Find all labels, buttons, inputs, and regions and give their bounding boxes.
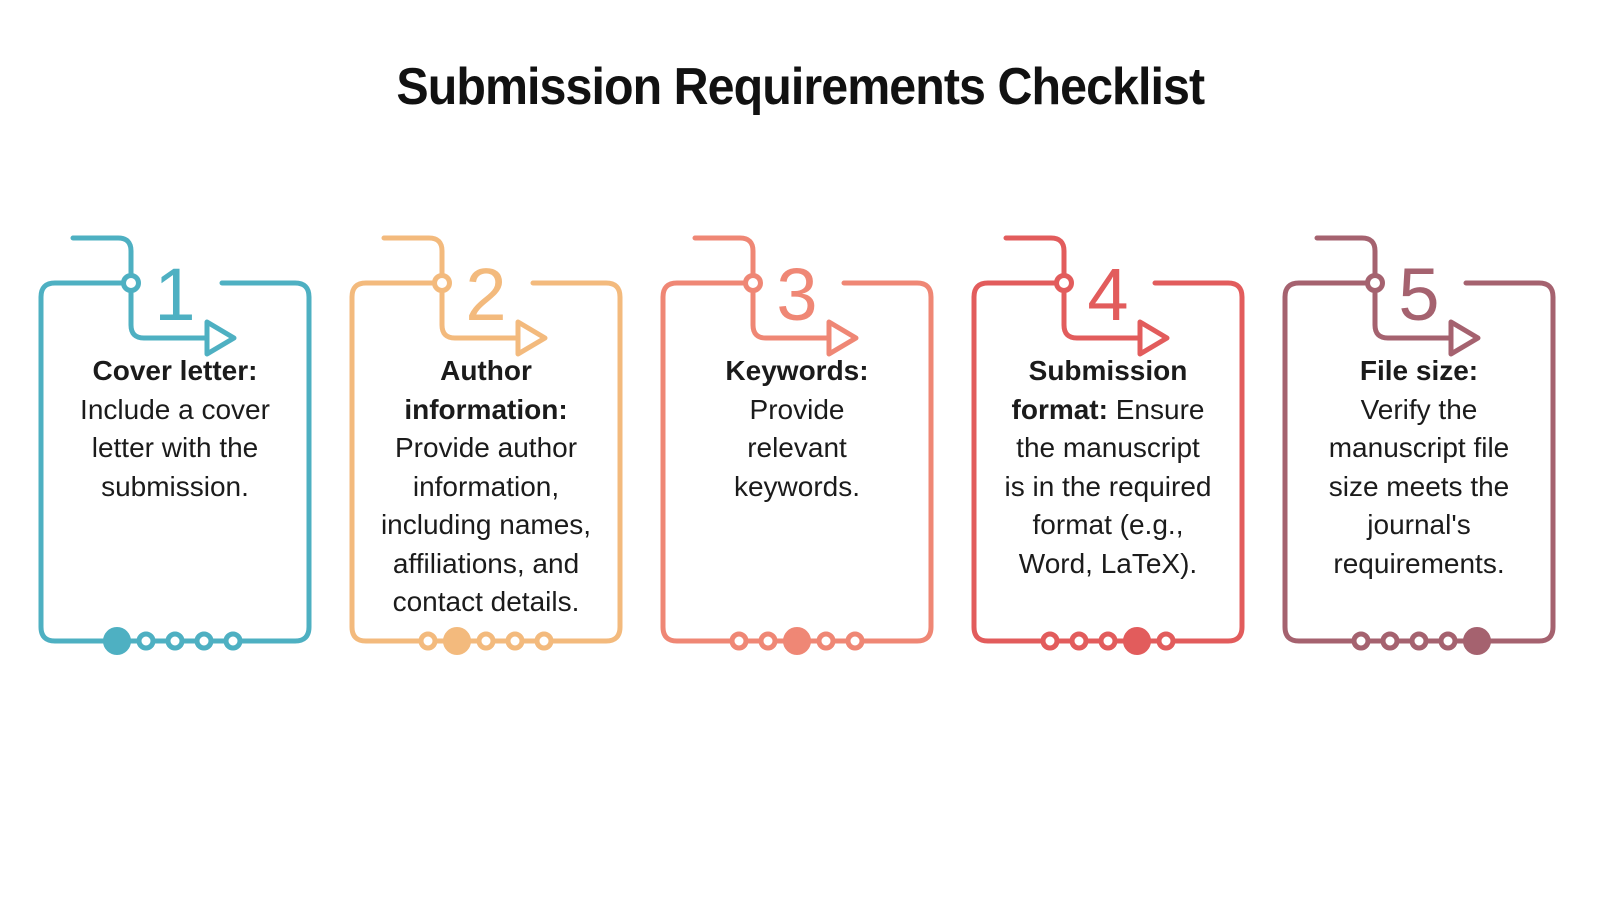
card-frame-graphic xyxy=(38,235,312,655)
step-card-4: 4 Submission format: Ensure the manuscri… xyxy=(969,210,1247,680)
step-description: Provide author information, including na… xyxy=(380,432,592,617)
progress-dot xyxy=(534,631,554,651)
progress-dot xyxy=(845,631,865,651)
progress-dot xyxy=(783,627,811,655)
card-frame-graphic xyxy=(971,235,1245,655)
progress-dots xyxy=(1351,627,1491,655)
checklist-cards-row: 1 Cover letter: Include a cover letter w… xyxy=(36,210,1558,680)
progress-dot xyxy=(476,631,496,651)
progress-dots xyxy=(418,627,554,655)
step-card-2: 2 Author information: Provide author inf… xyxy=(347,210,625,680)
progress-dot xyxy=(1069,631,1089,651)
progress-dot xyxy=(1098,631,1118,651)
arrow-head-icon xyxy=(826,319,859,357)
progress-dot xyxy=(1351,631,1371,651)
progress-dot xyxy=(223,631,243,651)
step-description: Provide relevant keywords. xyxy=(733,393,861,502)
step-description: Ensure the manuscript is in the required… xyxy=(1004,393,1212,579)
progress-dots xyxy=(1040,627,1176,655)
progress-dot xyxy=(1463,627,1491,655)
connector-node xyxy=(121,273,141,293)
title-bar: Submission Requirements Checklist xyxy=(0,58,1600,118)
step-text: Submission format: Ensure the manuscript… xyxy=(969,352,1247,583)
step-description: Include a cover letter with the submissi… xyxy=(80,393,270,502)
progress-dot xyxy=(103,627,131,655)
step-card-3: 3 Keywords: Provide relevant keywords. xyxy=(658,210,936,680)
card-frame-graphic xyxy=(349,235,623,655)
progress-dot xyxy=(1040,631,1060,651)
arrow-head-icon xyxy=(1137,319,1170,357)
arrow-head-icon xyxy=(515,319,548,357)
step-title: Author information: xyxy=(404,355,568,425)
step-title: Keywords: xyxy=(725,355,869,386)
progress-dot xyxy=(729,631,749,651)
progress-dot xyxy=(1123,627,1151,655)
card-frame-graphic xyxy=(660,235,934,655)
progress-dot xyxy=(418,631,438,651)
arrow-head-icon xyxy=(1448,319,1481,357)
progress-dot xyxy=(136,631,156,651)
step-title: Cover letter: xyxy=(92,355,258,386)
progress-dots xyxy=(729,627,865,655)
step-text: File size: Verify the manuscript file si… xyxy=(1280,352,1558,583)
progress-dot xyxy=(1380,631,1400,651)
progress-dot xyxy=(816,631,836,651)
step-title: Submission format: xyxy=(1011,355,1188,425)
arrow-head-icon xyxy=(204,319,237,357)
connector-node xyxy=(743,273,763,293)
progress-dot xyxy=(1156,631,1176,651)
connector-node xyxy=(432,273,452,293)
connector-node xyxy=(1054,273,1074,293)
step-card-1: 1 Cover letter: Include a cover letter w… xyxy=(36,210,314,680)
progress-dot xyxy=(1438,631,1458,651)
step-title: File size: xyxy=(1359,355,1479,386)
progress-dot xyxy=(165,631,185,651)
card-frame-graphic xyxy=(1282,235,1556,655)
progress-dot xyxy=(1409,631,1429,651)
progress-dot xyxy=(758,631,778,651)
page-title: Submission Requirements Checklist xyxy=(396,58,1205,116)
step-text: Keywords: Provide relevant keywords. xyxy=(658,352,936,506)
step-card-5: 5 File size: Verify the manuscript file … xyxy=(1280,210,1558,680)
progress-dot xyxy=(505,631,525,651)
progress-dot xyxy=(194,631,214,651)
progress-dots xyxy=(103,627,243,655)
progress-dot xyxy=(443,627,471,655)
step-text: Cover letter: Include a cover letter wit… xyxy=(36,352,314,506)
connector-node xyxy=(1365,273,1385,293)
step-description: Verify the manuscript file size meets th… xyxy=(1328,393,1510,579)
step-text: Author information: Provide author infor… xyxy=(347,352,625,622)
